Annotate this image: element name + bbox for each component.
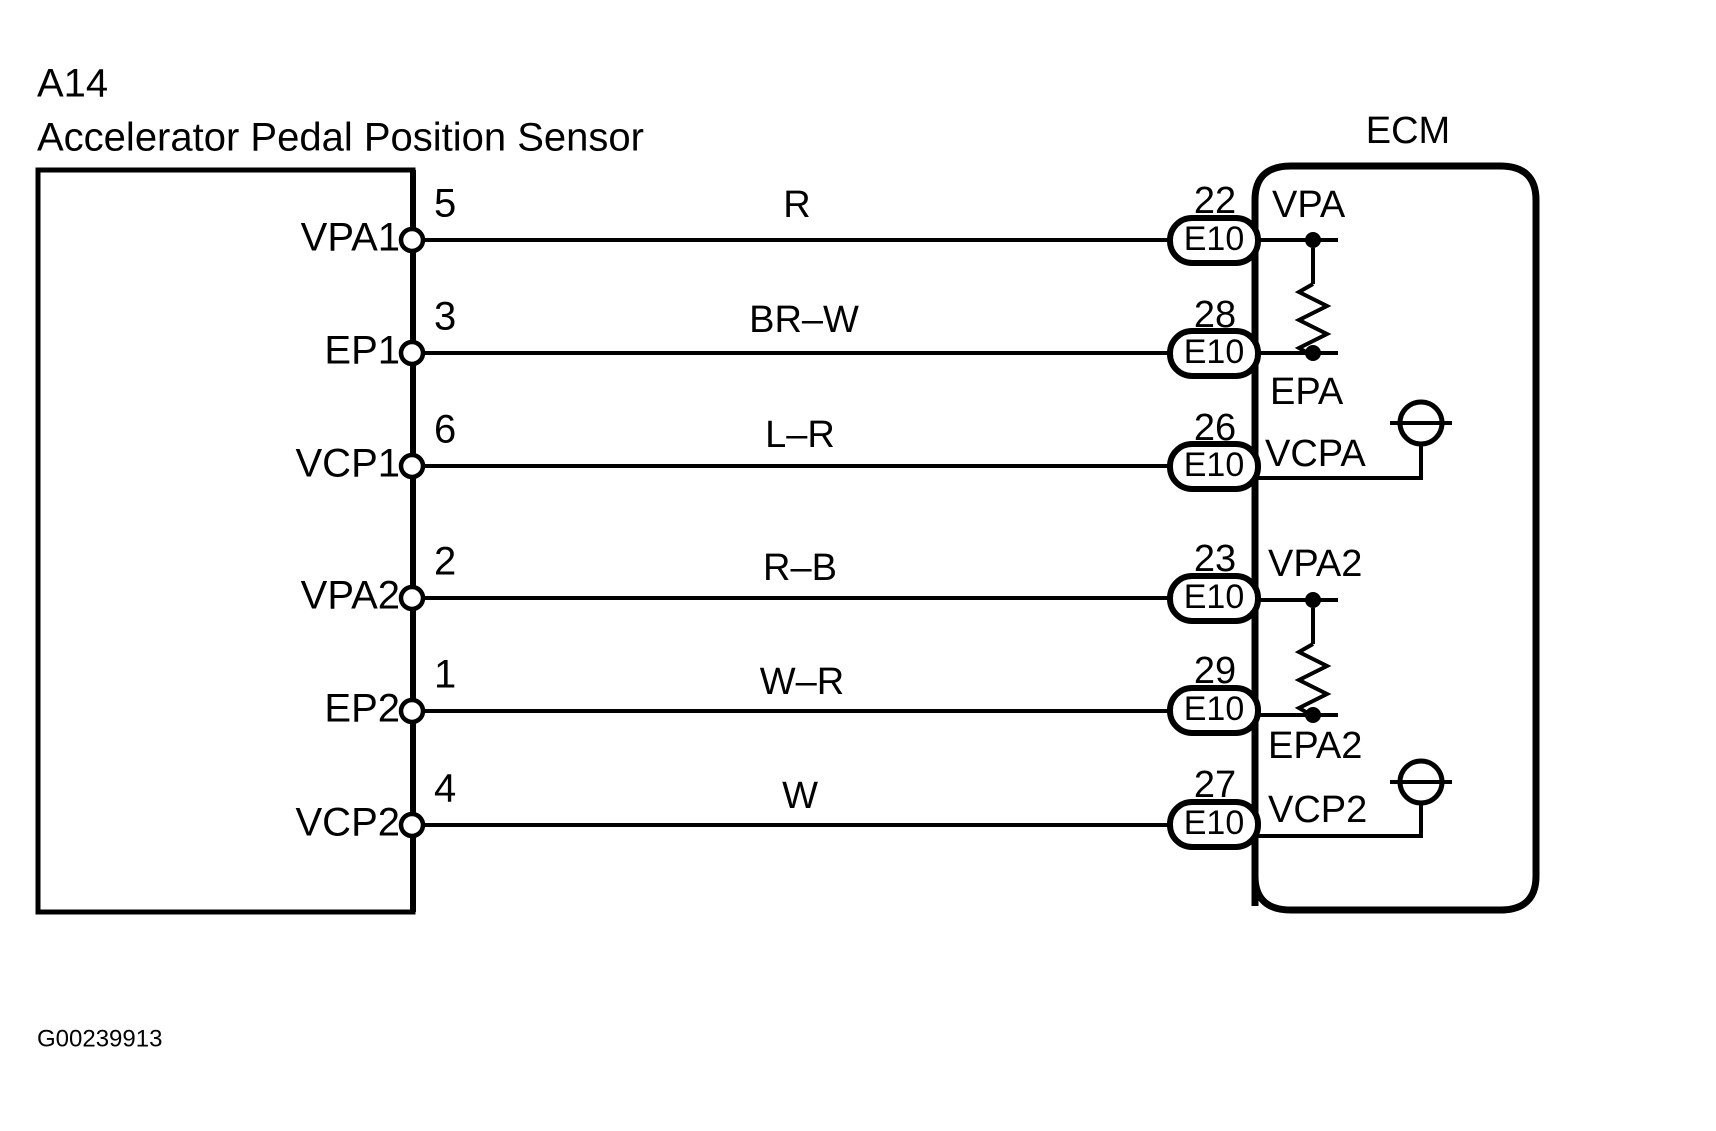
- sensor-terminal-node-ep1[interactable]: [398, 339, 426, 367]
- sensor-pin-number-5: 5: [434, 182, 456, 226]
- sensor-terminal-node-vpa1[interactable]: [398, 226, 426, 254]
- connector-code-29: E10: [1184, 690, 1245, 728]
- sensor-pin-number-6: 6: [434, 408, 456, 452]
- wire-color-label-br-w: BR–W: [749, 299, 859, 341]
- sensor-pin-number-4: 4: [434, 767, 456, 811]
- sensor-box: [35, 167, 416, 915]
- ecm-title-label: ECM: [1366, 110, 1450, 152]
- ecm-terminal-label-vpa: VPA: [1272, 184, 1346, 226]
- sensor-pin-number-3: 3: [434, 295, 456, 339]
- wire-color-label-w-r: W–R: [760, 661, 844, 703]
- ecm-terminal-label-vpa2: VPA2: [1268, 543, 1362, 585]
- sensor-terminal-node-ep2[interactable]: [398, 697, 426, 725]
- sensor-terminal-node-vcp1[interactable]: [398, 452, 426, 480]
- junction-dot-vpa: [1305, 232, 1321, 248]
- component-code-label: A14: [37, 62, 108, 106]
- connector-oval-27[interactable]: [1167, 799, 1261, 850]
- ecm-box: [1251, 162, 1540, 914]
- resistor-symbol-1: [1294, 248, 1332, 358]
- reference-code-label: G00239913: [37, 1025, 162, 1052]
- sensor-terminal-label-vcp2: VCP2: [296, 801, 401, 845]
- wire-color-label-l-r: L–R: [765, 414, 835, 456]
- sensor-pin-number-1: 1: [434, 653, 456, 697]
- connector-oval-26[interactable]: [1167, 441, 1261, 492]
- ground-symbol-2: [1390, 758, 1452, 806]
- circuit-row-vcp1: VCP1 6 L–R 26 E10 VCPA: [296, 407, 1423, 492]
- junction-dot-epa: [1305, 345, 1321, 361]
- wire-color-label-w: W: [782, 775, 818, 817]
- sensor-terminal-node-vpa2[interactable]: [398, 584, 426, 612]
- ecm-terminal-label-epa: EPA: [1270, 371, 1344, 413]
- component-name-label: Accelerator Pedal Position Sensor: [37, 116, 644, 160]
- wire-color-label-r: R: [783, 184, 810, 226]
- resistor-symbol-2: [1294, 608, 1332, 718]
- sensor-terminal-label-ep1: EP1: [324, 329, 400, 373]
- circuit-row-ep2: EP2 1 W–R 29 E10 EPA2: [324, 650, 1362, 767]
- circuit-row-vpa2: VPA2 2 R–B 23 E10 VPA2: [301, 538, 1362, 624]
- circuit-row-ep1: EP1 3 BR–W 28 E10 EPA: [324, 294, 1343, 413]
- circuit-row-vpa1: VPA1 5 R 22 E10 VPA: [301, 180, 1346, 266]
- connector-oval-29[interactable]: [1167, 685, 1261, 736]
- connector-code-27: E10: [1184, 804, 1245, 842]
- sensor-terminal-label-vcp1: VCP1: [296, 442, 401, 486]
- sensor-terminal-label-vpa2: VPA2: [301, 574, 400, 618]
- sensor-terminal-node-vcp2[interactable]: [398, 811, 426, 839]
- ecm-terminal-label-epa2: EPA2: [1268, 725, 1362, 767]
- sensor-terminal-label-vpa1: VPA1: [301, 216, 400, 260]
- connector-code-28: E10: [1184, 333, 1245, 371]
- ecm-terminal-label-vcpa: VCPA: [1265, 433, 1366, 475]
- circuit-row-vcp2: VCP2 4 W 27 E10 VCP2: [296, 764, 1423, 850]
- sensor-pin-number-2: 2: [434, 540, 456, 584]
- wire-color-label-r-b: R–B: [763, 547, 837, 589]
- ecm-internal-wire-vcpa: [1258, 440, 1423, 480]
- ground-symbol-1: [1390, 399, 1452, 447]
- connector-code-26: E10: [1184, 446, 1245, 484]
- junction-dot-vpa2: [1305, 592, 1321, 608]
- ecm-terminal-label-vcp2: VCP2: [1268, 789, 1367, 831]
- ecm-internal-wire-vcp2: [1258, 798, 1423, 838]
- connector-code-23: E10: [1184, 578, 1245, 616]
- connector-code-22: E10: [1184, 220, 1245, 258]
- sensor-terminal-label-ep2: EP2: [324, 687, 400, 731]
